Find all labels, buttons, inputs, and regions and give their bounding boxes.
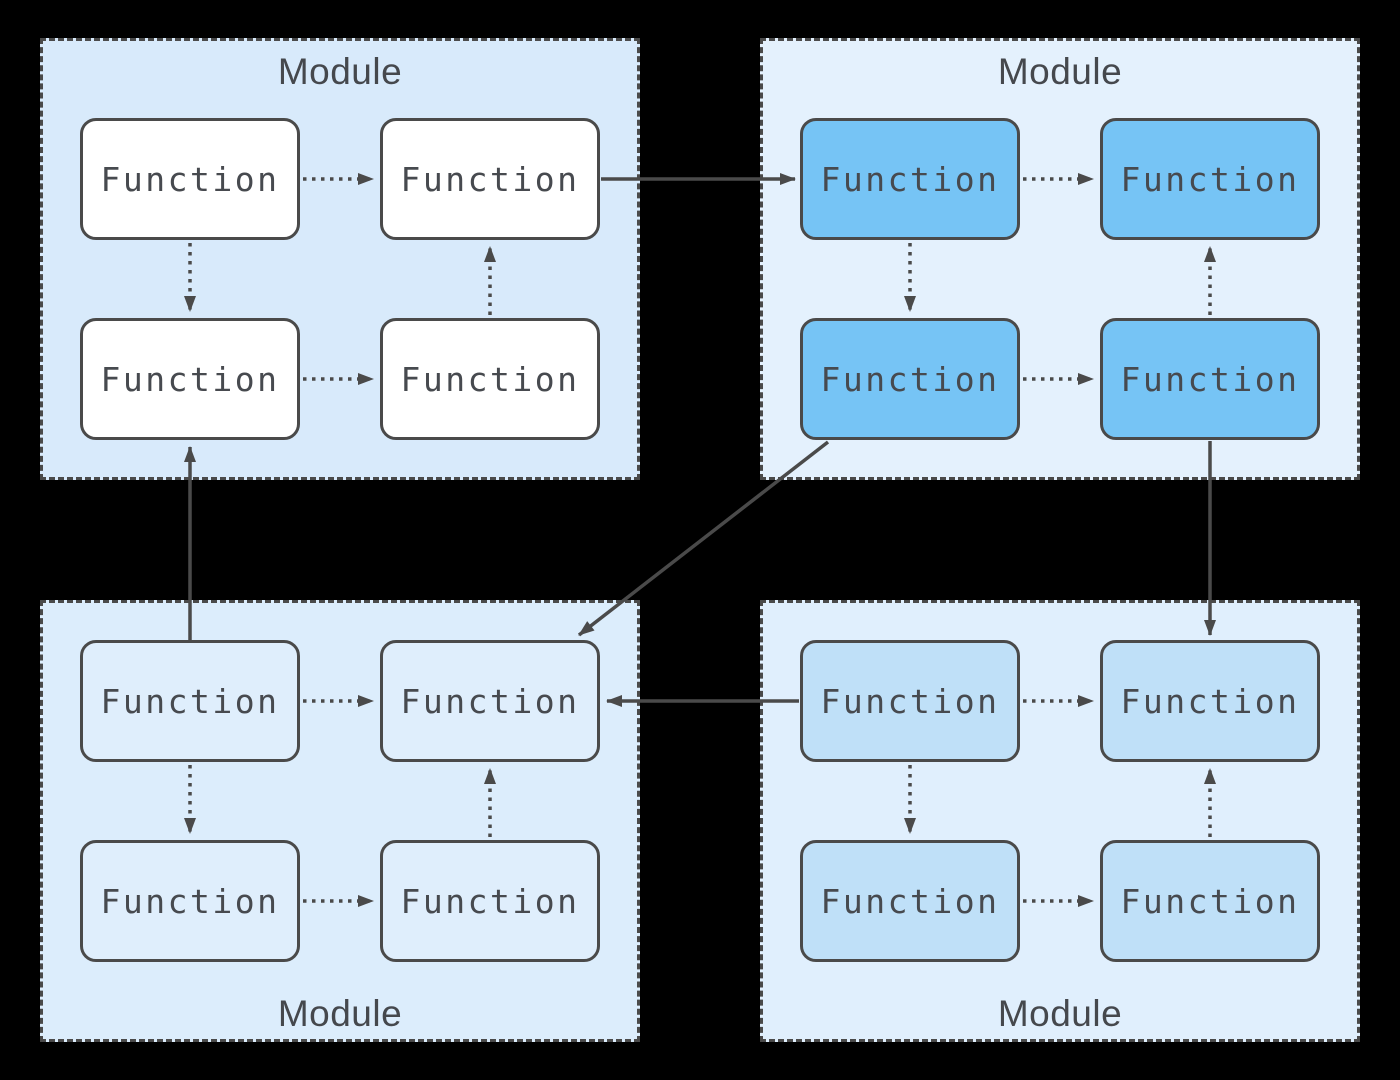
function-label: Function <box>820 681 1000 721</box>
module-top-left: Module Function Function Function Functi… <box>40 38 640 480</box>
function-label: Function <box>100 359 280 399</box>
module-bottom-right: Module Function Function Function Functi… <box>760 600 1360 1042</box>
function-label: Function <box>1120 881 1300 921</box>
function-label: Function <box>400 681 580 721</box>
function-label: Function <box>100 681 280 721</box>
function-label: Function <box>1120 159 1300 199</box>
function-node: Function <box>800 318 1020 440</box>
function-label: Function <box>820 881 1000 921</box>
function-node: Function <box>380 840 600 962</box>
module-label: Module <box>997 51 1123 92</box>
function-label: Function <box>400 359 580 399</box>
function-label: Function <box>100 159 280 199</box>
module-bottom-left: Module Function Function Function Functi… <box>40 600 640 1042</box>
function-node: Function <box>1100 318 1320 440</box>
function-node: Function <box>380 640 600 762</box>
function-node: Function <box>80 318 300 440</box>
function-node: Function <box>80 640 300 762</box>
function-node: Function <box>800 640 1020 762</box>
function-node: Function <box>800 840 1020 962</box>
function-node: Function <box>80 840 300 962</box>
function-label: Function <box>1120 359 1300 399</box>
function-label: Function <box>100 881 280 921</box>
module-label: Module <box>997 993 1123 1034</box>
function-node: Function <box>380 118 600 240</box>
function-label: Function <box>400 881 580 921</box>
function-node: Function <box>380 318 600 440</box>
function-label: Function <box>820 359 1000 399</box>
function-node: Function <box>80 118 300 240</box>
module-top-right: Module Function Function Function Functi… <box>760 38 1360 480</box>
function-node: Function <box>1100 640 1320 762</box>
function-node: Function <box>800 118 1020 240</box>
function-node: Function <box>1100 840 1320 962</box>
module-label: Module <box>277 51 403 92</box>
function-label: Function <box>1120 681 1300 721</box>
function-label: Function <box>820 159 1000 199</box>
module-label: Module <box>277 993 403 1034</box>
function-node: Function <box>1100 118 1320 240</box>
function-label: Function <box>400 159 580 199</box>
